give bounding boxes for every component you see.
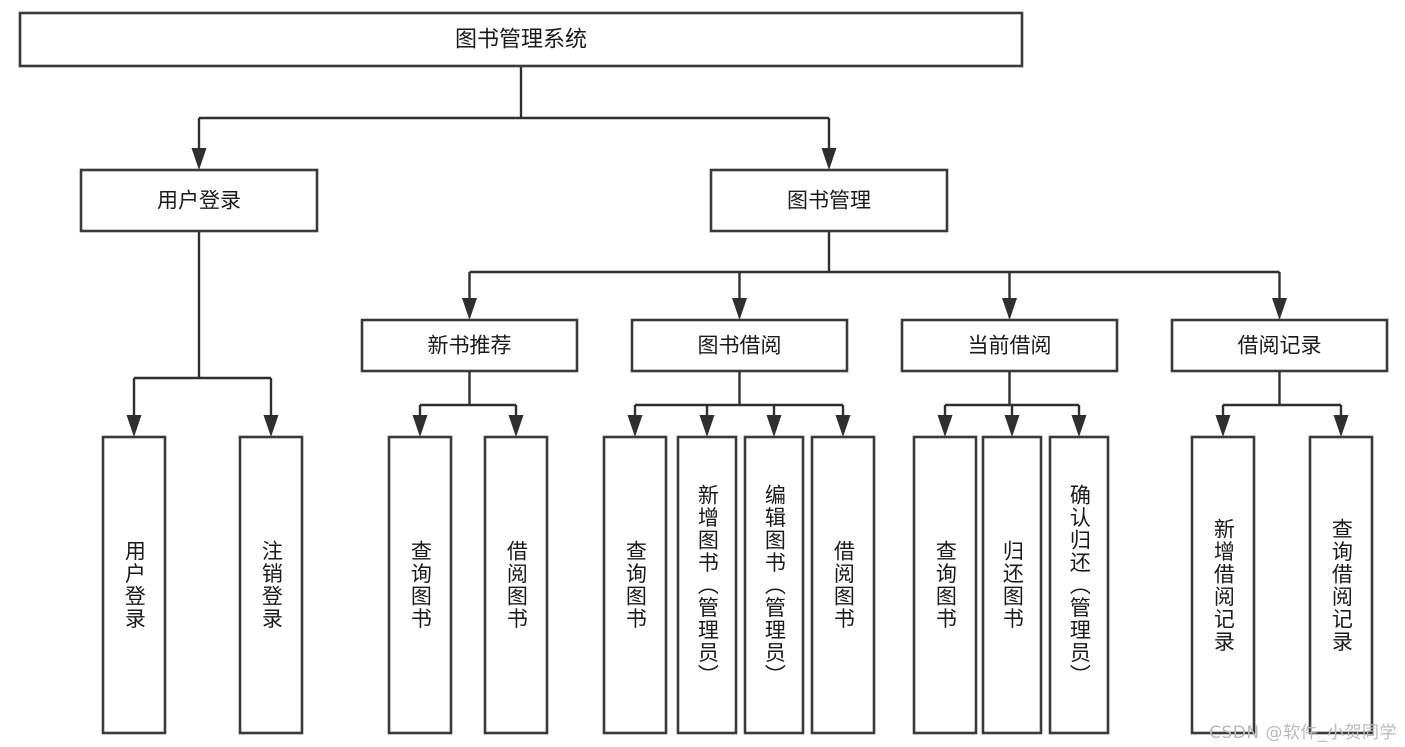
arrowhead-leaf-user-login	[126, 415, 142, 437]
node-label-book-borrow: 图书借阅	[698, 334, 782, 358]
arrowhead-leaf-query-book-2	[627, 415, 643, 437]
node-box-leaf-add-record[interactable]	[1190, 435, 1256, 735]
node-box-leaf-add-book[interactable]	[676, 435, 738, 735]
node-box-leaf-query-book-1[interactable]	[387, 435, 453, 735]
node-box-leaf-return-book[interactable]	[981, 435, 1043, 735]
arrowhead-book-borrow	[732, 298, 747, 320]
node-box-leaf-query-record[interactable]	[1308, 435, 1374, 735]
arrowhead-leaf-query-book-1	[412, 415, 428, 437]
arrowhead-leaf-return-book	[1004, 415, 1020, 437]
node-box-new-book-recommend[interactable]	[360, 318, 579, 373]
arrowhead-leaf-confirm-return	[1071, 415, 1087, 437]
node-box-root[interactable]	[18, 11, 1024, 68]
arrowhead-leaf-user-logout	[263, 415, 279, 437]
node-box-leaf-query-book-3[interactable]	[912, 435, 978, 735]
node-box-layer	[18, 11, 1389, 735]
node-box-leaf-confirm-return[interactable]	[1048, 435, 1110, 735]
arrowhead-leaf-borrow-book-1	[508, 415, 524, 437]
arrowhead-current-borrow	[1002, 298, 1017, 320]
connector-layer	[126, 66, 1349, 437]
arrowhead-leaf-add-record	[1215, 415, 1231, 437]
node-box-book-manage[interactable]	[709, 168, 949, 233]
node-label-new-book-recommend: 新书推荐	[428, 334, 512, 358]
node-box-leaf-edit-book[interactable]	[743, 435, 805, 735]
arrowhead-user-login	[191, 148, 207, 170]
node-box-leaf-borrow-book-1[interactable]	[483, 435, 549, 735]
arrowhead-leaf-query-book-3	[937, 415, 953, 437]
node-box-borrow-record[interactable]	[1170, 318, 1389, 373]
node-label-borrow-record: 借阅记录	[1238, 334, 1322, 358]
node-box-leaf-query-book-2[interactable]	[602, 435, 668, 735]
node-label-root: 图书管理系统	[455, 28, 587, 53]
arrowhead-leaf-edit-book	[766, 415, 782, 437]
arrowhead-book-manage	[821, 148, 837, 170]
node-box-leaf-borrow-book-2[interactable]	[810, 435, 876, 735]
node-box-current-borrow[interactable]	[900, 318, 1119, 373]
node-label-current-borrow: 当前借阅	[968, 334, 1052, 358]
arrowhead-leaf-add-book	[699, 415, 715, 437]
node-box-leaf-user-logout[interactable]	[238, 435, 304, 735]
node-box-leaf-user-login[interactable]	[101, 435, 167, 735]
node-label-user-login: 用户登录	[157, 189, 241, 213]
node-box-user-login[interactable]	[79, 168, 319, 233]
node-label-book-manage: 图书管理	[787, 189, 871, 213]
arrowhead-leaf-borrow-book-2	[835, 415, 851, 437]
arrowhead-borrow-record	[1272, 298, 1287, 320]
csdn-watermark: CSDN @软件_小贺同学	[1209, 723, 1397, 743]
arrowhead-new-book-recommend	[462, 298, 477, 320]
node-box-book-borrow[interactable]	[630, 318, 849, 373]
arrowhead-leaf-query-record	[1333, 415, 1349, 437]
